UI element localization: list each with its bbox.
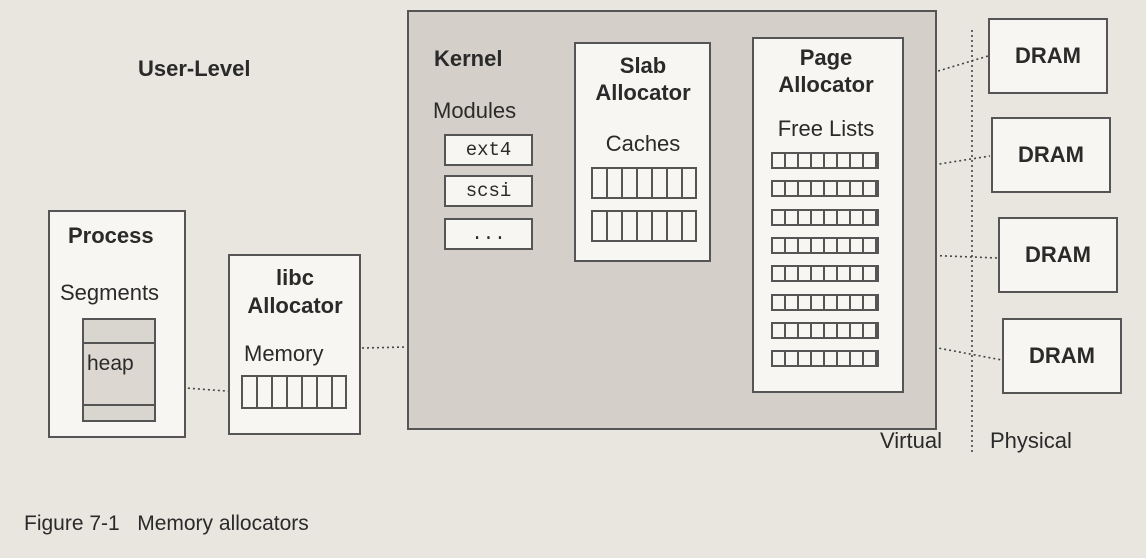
dram-box-4: DRAM bbox=[1002, 318, 1122, 394]
user-level-label: User-Level bbox=[138, 56, 251, 81]
module-ext4: ext4 bbox=[444, 134, 533, 166]
segments-label: Segments bbox=[60, 280, 160, 305]
free-list-1 bbox=[771, 152, 879, 169]
module-more: ... bbox=[444, 218, 533, 250]
segment-top bbox=[84, 320, 154, 344]
dram-link-3 bbox=[894, 253, 999, 259]
segments-stack: heap bbox=[82, 318, 156, 422]
libc-memory-block bbox=[241, 375, 347, 409]
figure-caption: Figure 7-1 Memory allocators bbox=[24, 512, 309, 535]
slab-cache-1 bbox=[591, 167, 697, 199]
process-title: Process bbox=[68, 223, 154, 248]
heap-segment: heap bbox=[84, 344, 154, 406]
slab-cache-2 bbox=[591, 210, 697, 242]
heap-libc-link bbox=[157, 385, 241, 393]
free-lists-label: Free Lists bbox=[777, 116, 875, 141]
free-list-7 bbox=[771, 321, 879, 339]
dram-box-1: DRAM bbox=[988, 18, 1108, 94]
free-list-2 bbox=[771, 180, 879, 198]
caches-label: Caches bbox=[605, 131, 681, 156]
physical-label: Physical bbox=[990, 428, 1072, 453]
page-allocator-title: Page Allocator bbox=[778, 45, 874, 97]
dram-box-3: DRAM bbox=[998, 217, 1118, 293]
free-list-3 bbox=[771, 208, 879, 226]
free-list-8 bbox=[771, 350, 879, 368]
free-list-6 bbox=[771, 293, 879, 311]
dram-box-2: DRAM bbox=[991, 117, 1111, 193]
libc-allocator-title: libc Allocator bbox=[247, 265, 343, 318]
virtual-label: Virtual bbox=[880, 428, 942, 453]
free-list-5 bbox=[771, 265, 879, 283]
memory-label: Memory bbox=[244, 341, 324, 366]
kernel-label: Kernel bbox=[434, 46, 503, 71]
modules-label: Modules bbox=[433, 98, 517, 123]
dram-link-4 bbox=[894, 339, 1003, 361]
slab-allocator-title: Slab Allocator bbox=[595, 53, 691, 105]
free-list-4 bbox=[771, 236, 879, 254]
module-scsi: scsi bbox=[444, 175, 533, 207]
